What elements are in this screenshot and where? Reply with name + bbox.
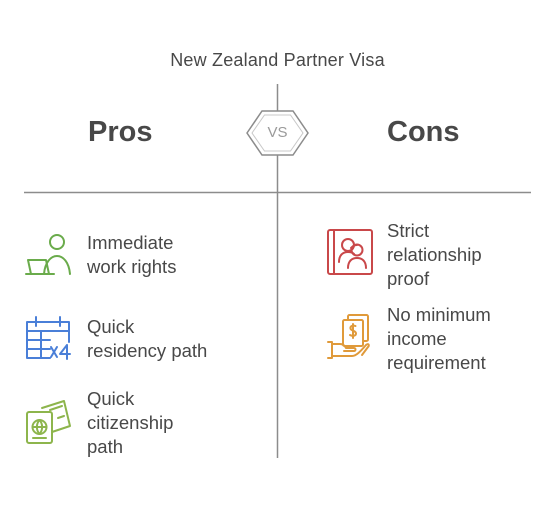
vs-label: VS [267, 124, 288, 141]
passport-ticket-icon [26, 400, 71, 444]
con-item-2-line-1: No minimum [387, 304, 491, 325]
pro-item-2-line-2: residency path [87, 340, 208, 361]
con-item-1-line-3: proof [387, 268, 430, 289]
pro-item-1: Immediate work rights [87, 231, 176, 279]
calendar-x4-icon [26, 316, 71, 360]
diagram-title: New Zealand Partner Visa [170, 50, 385, 70]
cons-heading: Cons [387, 116, 460, 148]
vs-badge [246, 110, 309, 156]
hand-money-icon [327, 314, 370, 359]
pro-item-3: Quick citizenship path [87, 387, 173, 459]
con-item-1-line-2: relationship [387, 244, 482, 265]
con-item-1: Strict relationship proof [387, 219, 482, 291]
pro-item-3-line-3: path [87, 436, 124, 457]
pro-item-1-line-2: work rights [87, 256, 177, 277]
con-item-2-line-3: requirement [387, 352, 486, 373]
vs-arrow-shape [246, 110, 309, 156]
person-laptop-icon [25, 234, 71, 275]
con-item-2-line-2: income [387, 328, 447, 349]
con-item-2: No minimum income requirement [387, 303, 491, 375]
pro-item-1-line-1: Immediate [87, 232, 174, 253]
pro-item-3-line-2: citizenship [87, 412, 174, 433]
pro-item-3-line-1: Quick [87, 388, 135, 409]
pro-item-2-line-1: Quick [87, 316, 135, 337]
con-item-1-line-1: Strict [387, 220, 430, 241]
couple-photo-icon [327, 229, 373, 275]
pros-heading: Pros [88, 116, 153, 148]
pro-item-2: Quick residency path [87, 315, 207, 363]
